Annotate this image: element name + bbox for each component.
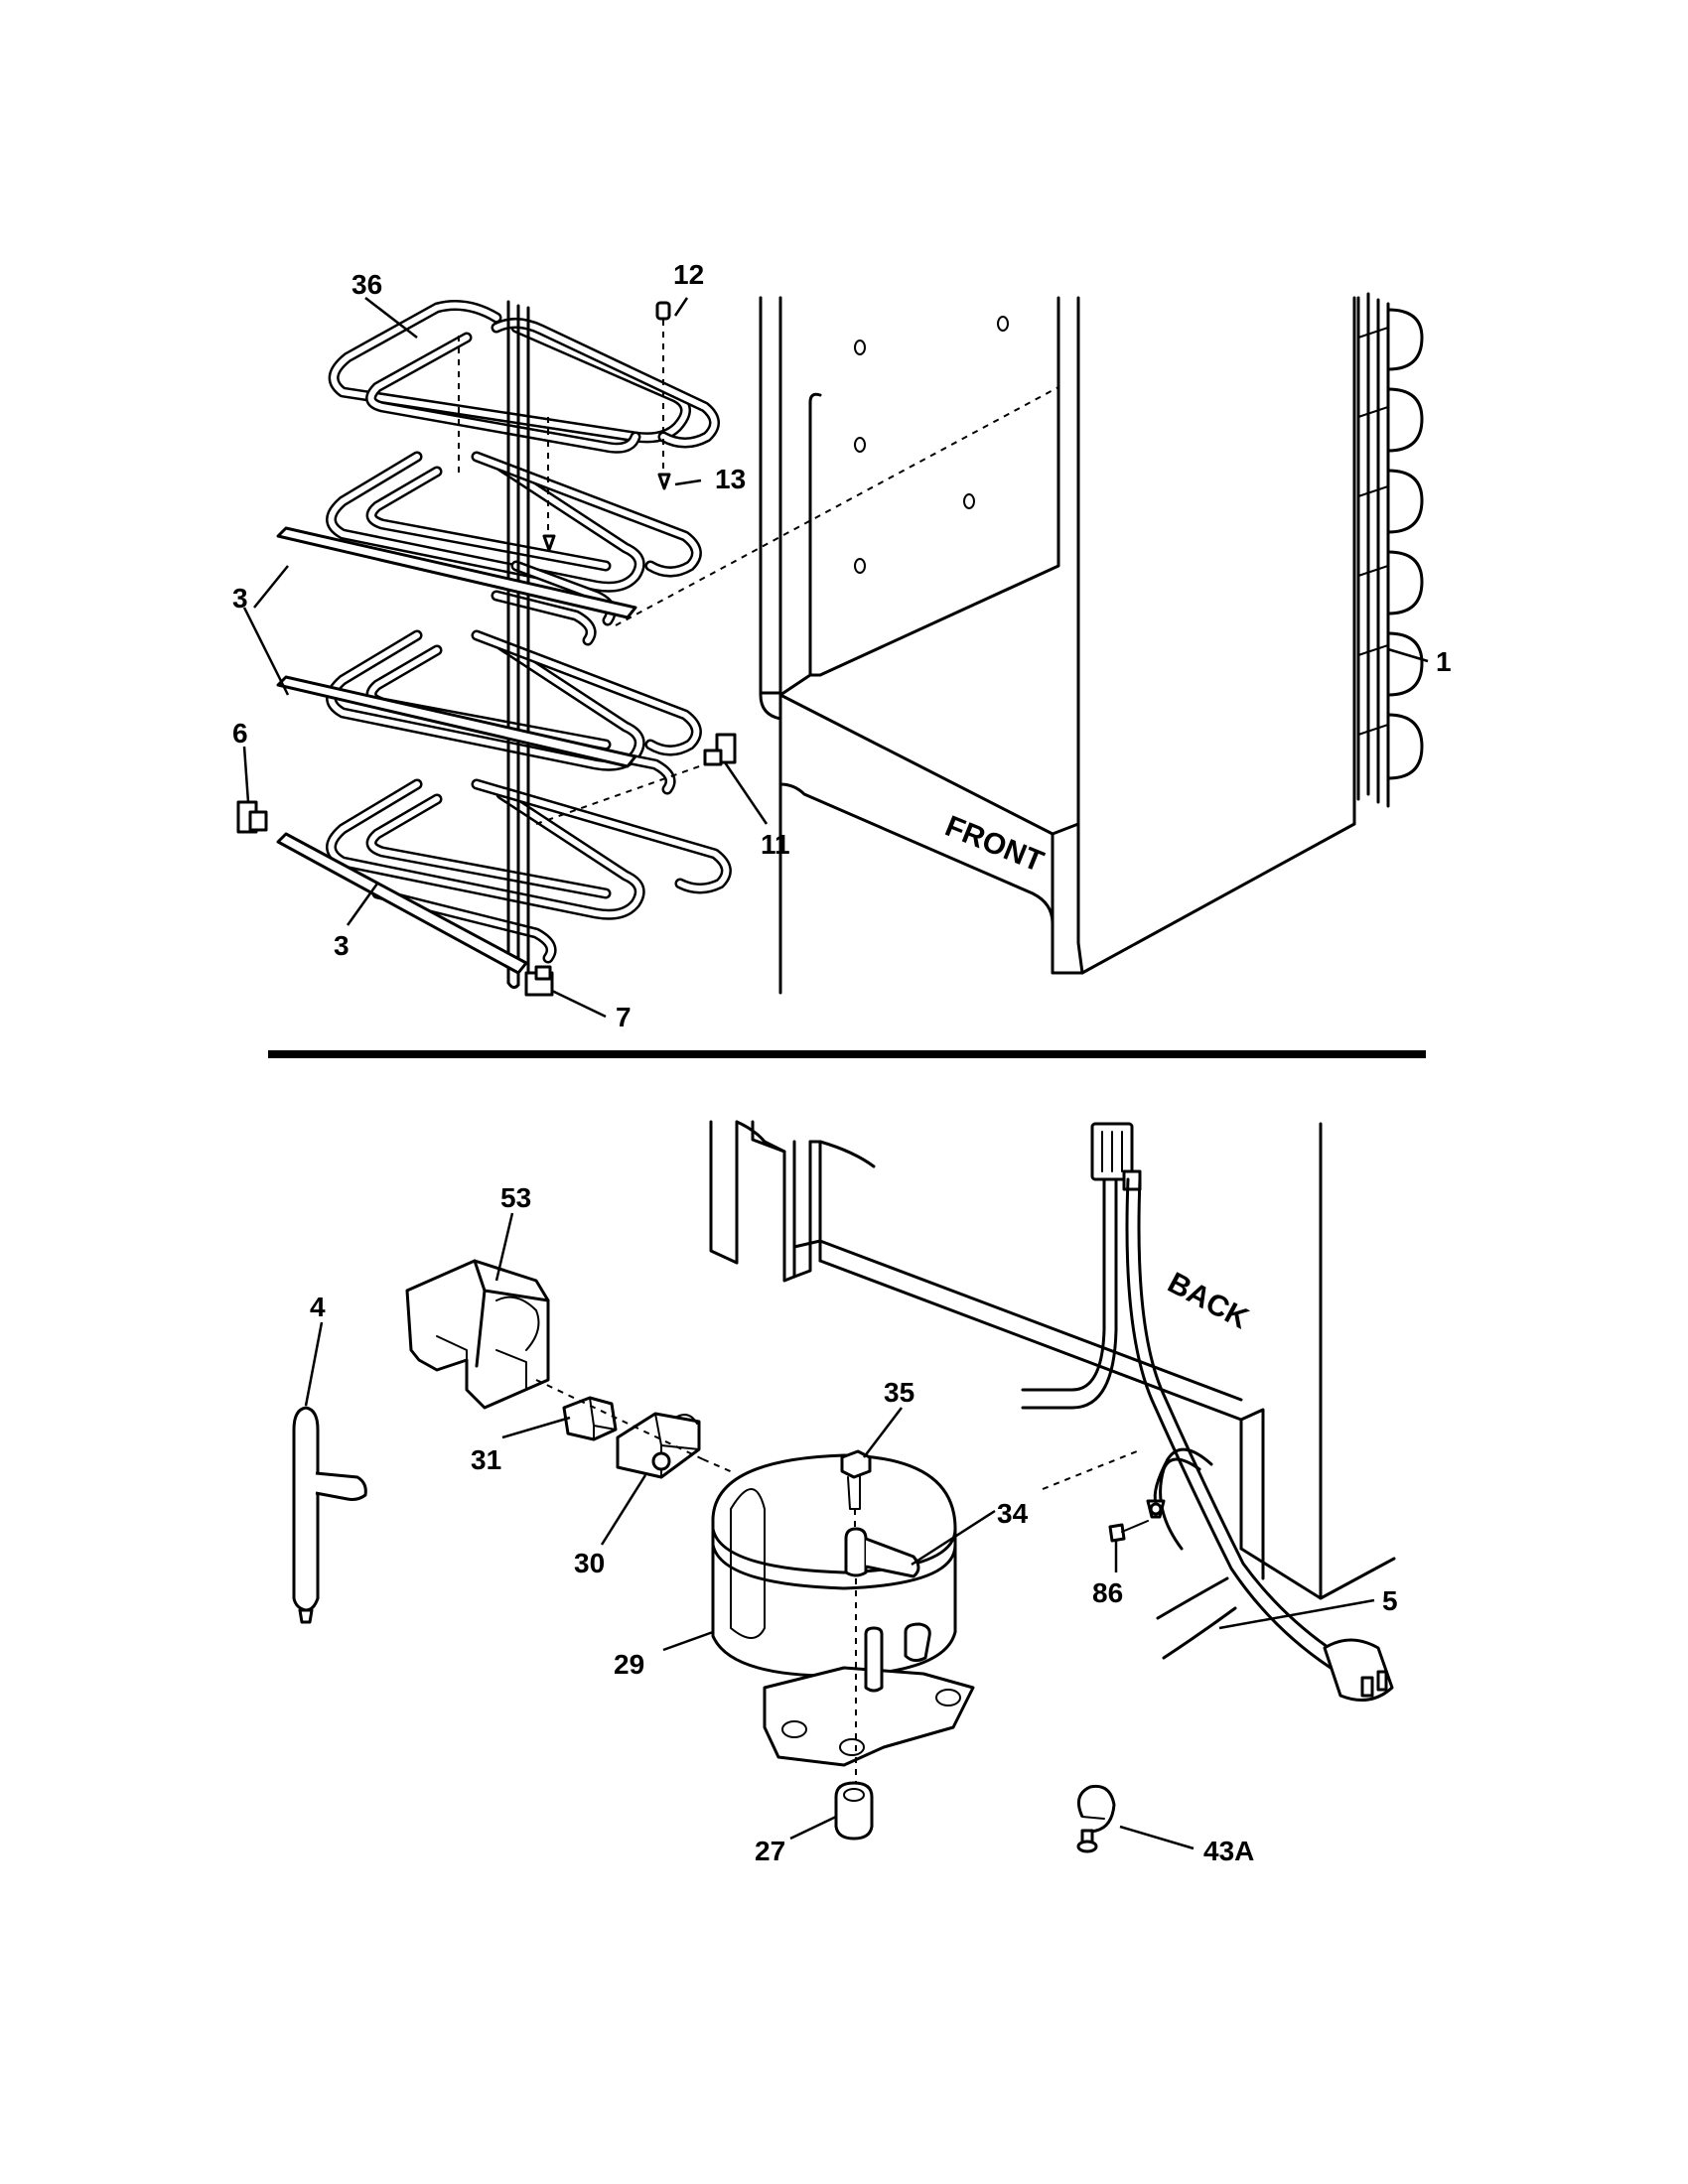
rail-upper — [276, 526, 637, 619]
drier-part-4 — [292, 1406, 367, 1624]
clip-part-7 — [524, 965, 554, 997]
evaporator-shelf-4 — [326, 739, 732, 964]
clip-part-6 — [236, 800, 268, 834]
cable-clamp-part-43a — [1076, 1784, 1116, 1853]
relay-cover-part-53 — [405, 1259, 550, 1410]
label-12: 12 — [673, 259, 704, 290]
label-3-upper: 3 — [232, 583, 248, 614]
label-86: 86 — [1092, 1577, 1123, 1608]
condenser-coil — [1356, 292, 1424, 808]
front-label: FRONT — [940, 810, 1048, 879]
label-36: 36 — [352, 269, 382, 300]
label-53: 53 — [500, 1182, 531, 1213]
back-label: BACK — [1163, 1267, 1254, 1336]
screw-part-86 — [1108, 1520, 1149, 1543]
label-35: 35 — [884, 1377, 914, 1408]
clip-part-11 — [703, 733, 737, 766]
ground-wire — [1146, 1457, 1170, 1519]
label-3-lower: 3 — [334, 930, 350, 961]
screw-part-13 — [542, 473, 671, 552]
compressor-part-29 — [711, 1453, 975, 1767]
label-27: 27 — [755, 1836, 785, 1866]
rail-middle — [276, 675, 637, 768]
bolt-part-35 — [840, 1449, 872, 1510]
label-43a: 43A — [1203, 1836, 1254, 1866]
label-7: 7 — [616, 1002, 632, 1032]
power-cord — [1021, 1122, 1394, 1702]
label-11: 11 — [761, 829, 790, 860]
evaporator-risers — [506, 300, 530, 990]
screw-part-12 — [655, 301, 671, 321]
label-6: 6 — [232, 718, 248, 749]
label-5: 5 — [1382, 1585, 1398, 1616]
label-31: 31 — [471, 1444, 501, 1475]
evaporator-shelf-1 — [328, 300, 720, 454]
label-34: 34 — [997, 1498, 1029, 1529]
cabinet-body — [759, 296, 1356, 995]
label-4: 4 — [310, 1292, 326, 1322]
label-13: 13 — [715, 464, 746, 494]
label-1: 1 — [1436, 646, 1452, 677]
cabinet-back — [709, 1120, 1396, 1600]
label-29: 29 — [614, 1649, 644, 1680]
evaporator-shelf-2 — [326, 451, 702, 626]
relay-part-31 — [562, 1396, 618, 1441]
grommet-part-27 — [834, 1781, 874, 1841]
label-30: 30 — [574, 1548, 605, 1578]
rail-lower — [276, 832, 528, 975]
overload-part-30 — [616, 1412, 701, 1479]
